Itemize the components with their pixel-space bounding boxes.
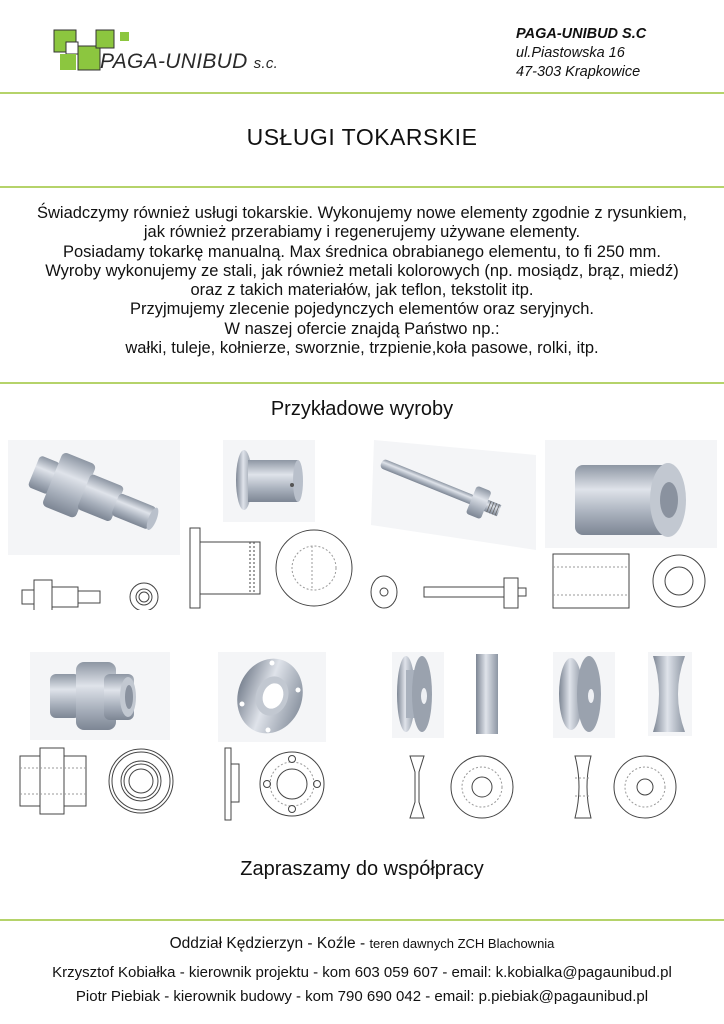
intro-line: jak również przerabiamy i regenerujemy u… <box>143 223 581 242</box>
flanged-sleeve-render-icon <box>189 440 353 609</box>
stepped-shaft-render-icon <box>8 440 180 610</box>
product-flange <box>218 652 358 827</box>
product-bushing <box>545 440 720 610</box>
product-stepped-shaft <box>8 440 183 610</box>
bushing-render-icon <box>545 440 717 609</box>
intro-line: Posiadamy tokarkę manualną. Max średnica… <box>63 242 661 261</box>
branch-name: Oddział Kędzierzyn - Koźle - <box>169 935 366 952</box>
roller-render-icon <box>553 652 692 819</box>
product-hub-sleeve <box>8 652 183 822</box>
intro-line: Przyjmujemy zlecenie pojedynczych elemen… <box>129 300 595 319</box>
contact-kobialka: Krzysztof Kobiałka - kierownik projektu … <box>52 964 672 981</box>
hub-sleeve-render-icon <box>19 652 174 815</box>
closing-text: Zapraszamy do współpracy <box>240 858 484 880</box>
flange-render-icon <box>218 652 326 821</box>
contact-piebiak: Piotr Piebiak - kierownik budowy - kom 7… <box>75 988 649 1005</box>
page-title: USŁUGI TOKARSKIE <box>246 124 478 150</box>
product-threaded-pin <box>366 440 541 610</box>
branch-info: Oddział Kędzierzyn - Koźle - teren dawny… <box>0 935 724 953</box>
divider <box>0 92 724 94</box>
intro-line: W naszej ofercie znajdą Państwo np.: <box>224 319 500 338</box>
address-street: ul.Piastowska 16 <box>516 45 625 61</box>
divider <box>0 919 724 921</box>
address-company: PAGA-UNIBUD S.C <box>516 26 647 42</box>
product-flanged-sleeve <box>188 440 363 610</box>
threaded-pin-render-icon <box>370 440 536 609</box>
divider <box>0 382 724 384</box>
intro-line: wałki, tuleje, kołnierze, sworznie, trzp… <box>125 339 599 358</box>
divider <box>0 186 724 188</box>
company-address: PAGA-UNIBUD S.C ul.Piastowska 16 47-303 … <box>516 25 646 82</box>
product-v-pulley <box>392 652 532 827</box>
intro-line: oraz z takich materiałów, jak teflon, te… <box>190 281 534 300</box>
intro-line: Świadczymy również usługi tokarskie. Wyk… <box>36 204 688 222</box>
branch-location: teren dawnych ZCH Blachownia <box>369 936 555 951</box>
intro-text: Świadczymy również usługi tokarskie. Wyk… <box>0 204 724 358</box>
product-roller <box>553 652 713 827</box>
logo-squares-icon <box>53 29 129 71</box>
address-city: 47-303 Krapkowice <box>516 64 641 80</box>
products-heading: Przykładowe wyroby <box>270 398 454 420</box>
intro-line: Wyroby wykonujemy ze stali, jak również … <box>45 261 679 280</box>
v-pulley-render-icon <box>392 652 514 819</box>
